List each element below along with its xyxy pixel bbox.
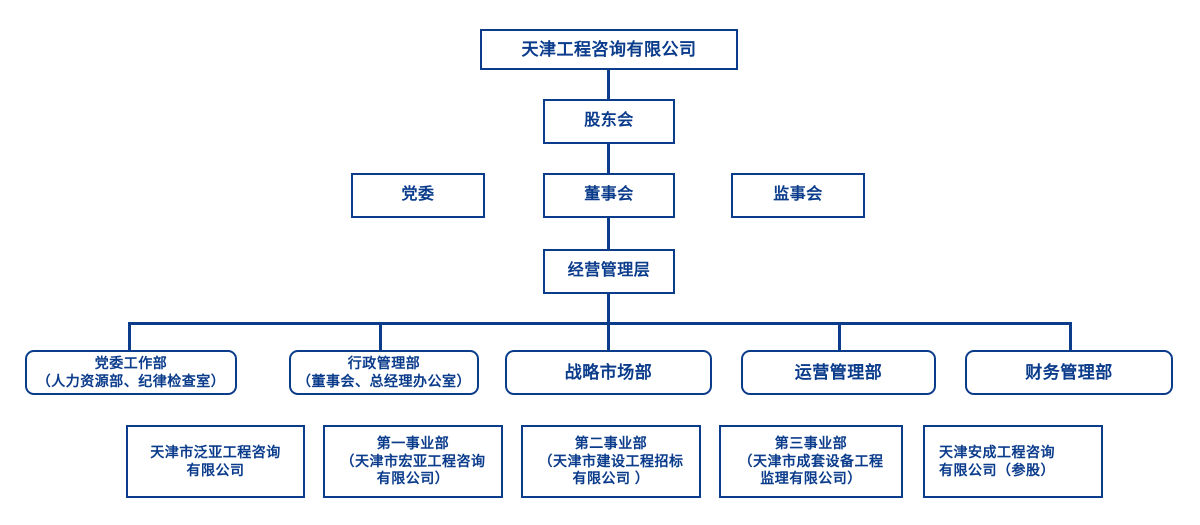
node-business-unit-1[interactable]: 第一事业部 （天津市宏亚工程咨询 有限公司） xyxy=(323,425,503,498)
node-root-company[interactable]: 天津工程咨询有限公司 xyxy=(480,29,738,70)
node-subsidiary-fanya[interactable]: 天津市泛亚工程咨询 有限公司 xyxy=(126,425,305,498)
connector-drop-dept-5 xyxy=(1069,322,1072,350)
node-dept-finance[interactable]: 财务管理部 xyxy=(965,350,1173,395)
connector-shareholders-to-board xyxy=(607,144,610,173)
node-management-layer[interactable]: 经营管理层 xyxy=(543,249,675,294)
node-dept-party-work[interactable]: 党委工作部 （人力资源部、纪律检查室） xyxy=(25,350,237,395)
connector-drop-dept-3 xyxy=(607,322,610,350)
node-board-of-supervisors[interactable]: 监事会 xyxy=(731,173,865,218)
node-board-of-directors[interactable]: 董事会 xyxy=(543,173,675,218)
connector-drop-dept-2 xyxy=(379,322,382,350)
node-dept-operations[interactable]: 运营管理部 xyxy=(741,350,936,395)
node-business-unit-3[interactable]: 第三事业部 （天津市成套设备工程 监理有限公司） xyxy=(719,425,903,498)
connector-drop-dept-4 xyxy=(838,322,841,350)
connector-management-drop xyxy=(607,294,610,324)
node-dept-strategy-market[interactable]: 战略市场部 xyxy=(505,350,712,395)
connector-root-to-shareholders xyxy=(607,70,610,99)
connector-board-to-management xyxy=(607,218,610,249)
node-shareholders-meeting[interactable]: 股东会 xyxy=(543,99,675,144)
node-dept-administration[interactable]: 行政管理部 （董事会、总经理办公室） xyxy=(289,350,479,395)
connector-drop-dept-1 xyxy=(128,322,131,350)
node-party-committee[interactable]: 党委 xyxy=(351,173,485,218)
connector-department-bus xyxy=(128,322,1072,325)
node-subsidiary-ancheng[interactable]: 天津安成工程咨询 有限公司（参股） xyxy=(923,425,1103,498)
node-business-unit-2[interactable]: 第二事业部 （天津市建设工程招标 有限公司 ） xyxy=(521,425,701,498)
